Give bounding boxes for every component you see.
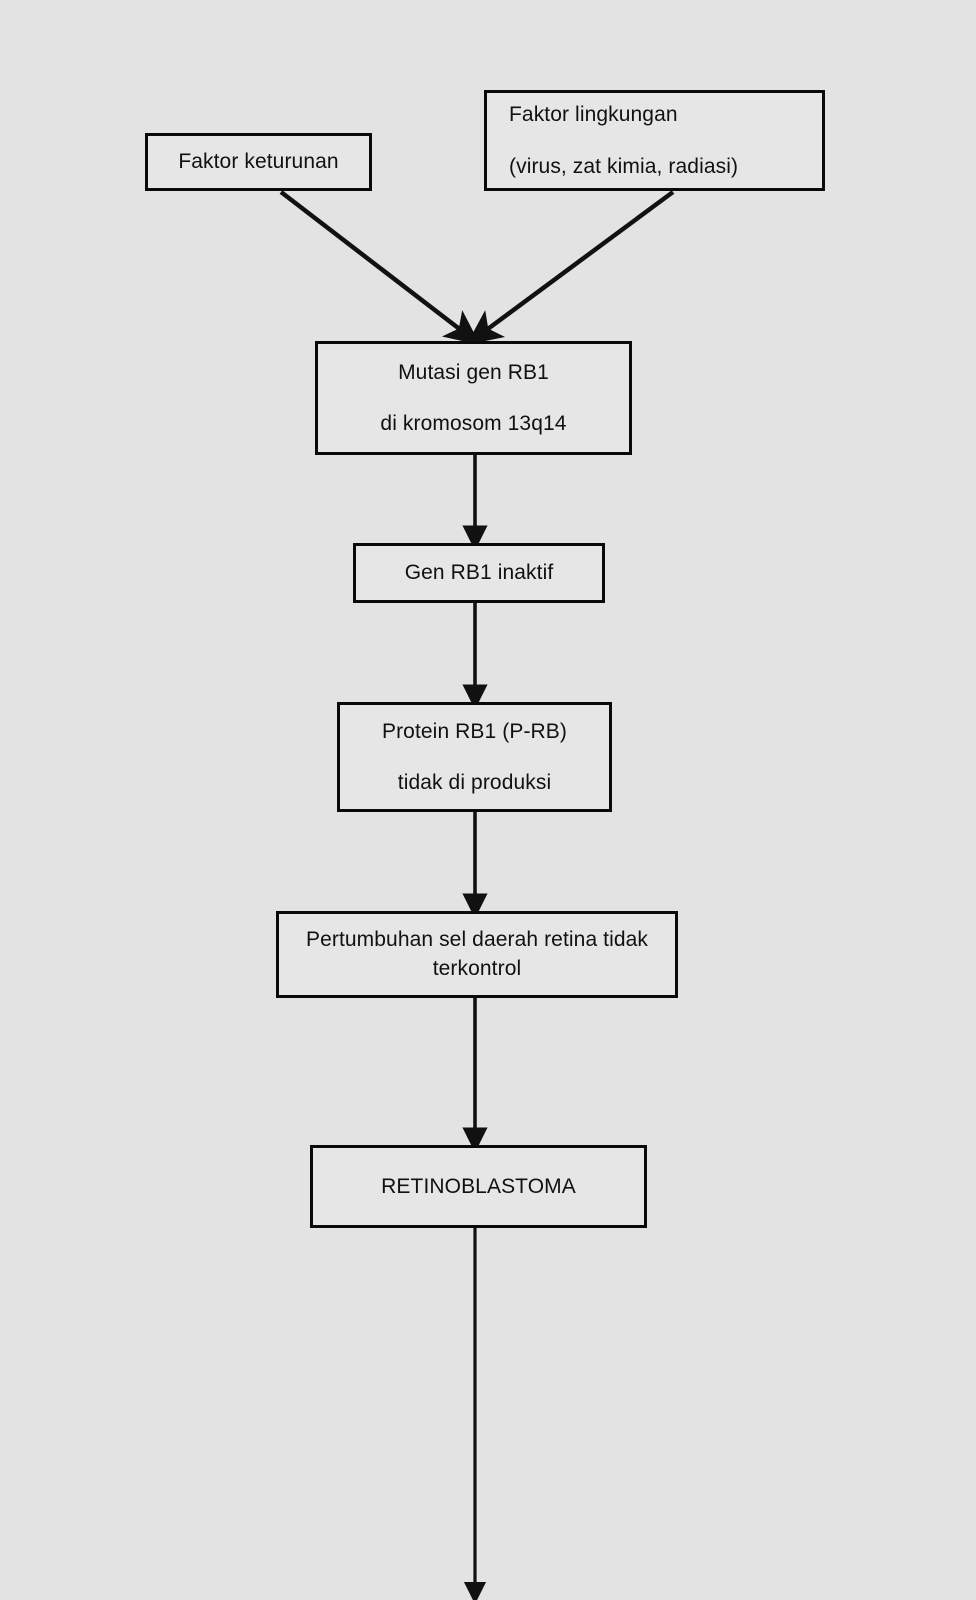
node-label-line: Protein RB1 (P-RB) [381, 719, 568, 743]
edge-keturunan-to-mutasi [279, 190, 481, 345]
node-label-line: Mutasi gen RB1 [398, 360, 549, 384]
node-label-line: RETINOBLASTOMA [381, 1174, 576, 1198]
node-gen-rb1-inaktif[interactable]: Gen RB1 inaktif [353, 543, 605, 603]
node-faktor-lingkungan[interactable]: Faktor lingkungan (virus, zat kimia, rad… [484, 90, 825, 191]
node-label-line: Faktor lingkungan [509, 103, 678, 127]
node-pertumbuhan-sel-retina[interactable]: Pertumbuhan sel daerah retina tidak terk… [276, 911, 678, 998]
node-label-line: di kromosom 13q14 [380, 412, 567, 435]
edge-lingkungan-to-mutasi [466, 190, 675, 345]
node-label-line: Faktor keturunan [178, 150, 339, 174]
node-retinoblastoma[interactable]: RETINOBLASTOMA [310, 1145, 647, 1228]
node-faktor-keturunan[interactable]: Faktor keturunan [145, 133, 372, 191]
node-label-line: tidak di produksi [397, 771, 552, 794]
node-label-line: Gen RB1 inaktif [404, 561, 554, 585]
node-mutasi-gen-rb1[interactable]: Mutasi gen RB1 di kromosom 13q14 [315, 341, 632, 455]
node-label-line: (virus, zat kimia, radiasi) [509, 154, 739, 178]
node-label-line: Pertumbuhan sel daerah retina tidak terk… [305, 928, 649, 980]
node-protein-rb1-tidak-diproduksi[interactable]: Protein RB1 (P-RB) tidak di produksi [337, 702, 612, 812]
